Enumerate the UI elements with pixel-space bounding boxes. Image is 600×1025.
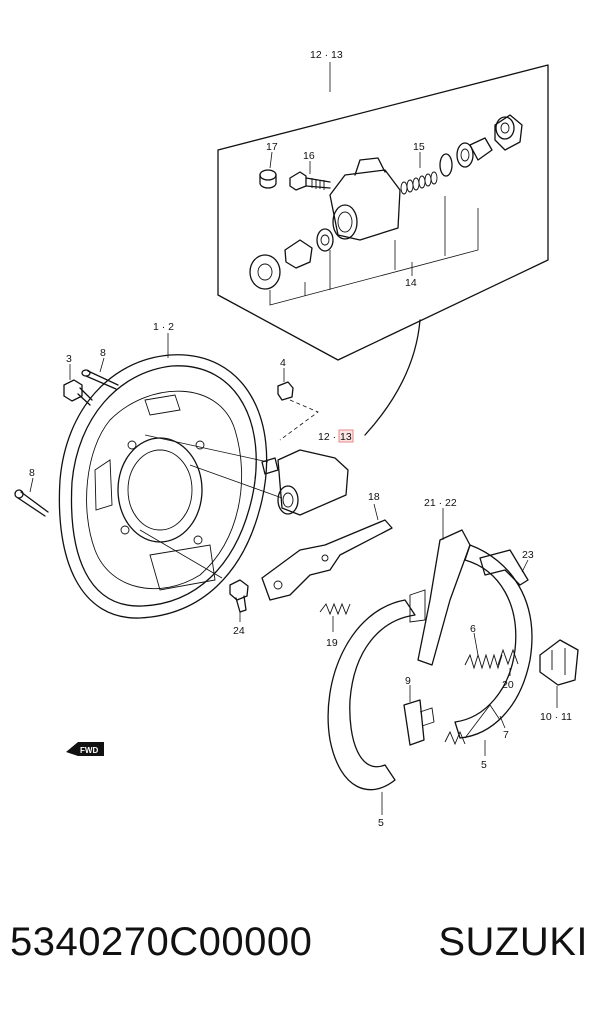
spring-20 [497,648,519,666]
adjuster-strut-18 [261,519,393,601]
fwd-label: FWD [80,746,98,755]
shoe-hold-clip-10-11 [539,639,579,686]
left-piston-set [249,228,334,290]
wheel-cylinder-body [329,157,401,241]
bolt-8-left [14,489,49,517]
brake-shoe-front [327,589,426,791]
fwd-arrow-tag: FWD [66,742,104,756]
callout-19: 19 [326,637,338,649]
bolt-8-top [81,369,119,390]
highlight-13-box [338,429,354,443]
part-number: 5340270C00000 [10,920,313,964]
brake-shoe-rear [417,529,533,739]
callout-14: 14 [405,277,417,289]
callout-5-inner: 5 [481,759,487,771]
callout-23: 23 [522,549,534,561]
callout-10-11: 10 · 11 [540,711,572,723]
callout-8-left: 8 [29,467,35,479]
callout-5-outer: 5 [378,817,384,829]
callout-12-mid: 12 · [318,431,336,443]
bleeder-screw [289,171,331,191]
callout-24: 24 [233,625,245,637]
callout-15: 15 [413,141,425,153]
wheel-cylinder-assembled [261,449,349,516]
adjuster-spring-7 [444,704,501,746]
callout-7: 7 [503,729,509,741]
footer-caption: 5340270C00000 SUZUKI [0,920,600,980]
return-spring-6 [464,653,503,670]
bolt-3 [63,379,93,406]
cylinder-spring [400,171,438,195]
callout-13-highlighted: 13 [340,431,352,443]
callout-20: 20 [502,679,514,691]
callout-18: 18 [368,491,380,503]
callout-6: 6 [470,623,476,635]
callout-16: 16 [303,150,315,162]
retainer-clip-9 [403,699,435,746]
brand-name: SUZUKI [438,920,588,964]
callout-12-13-top: 12 · 13 [310,49,343,61]
right-piston-set [439,114,523,177]
wheel-cylinder-detail-box: 12 · 13 17 16 [217,49,549,361]
callout-8-top: 8 [100,347,106,359]
bleeder-cap [259,169,277,189]
box-leader-arc [364,319,421,436]
spring-19 [319,602,351,616]
screw-24 [229,579,249,613]
backing-plate [58,354,268,619]
callout-3: 3 [66,353,72,365]
callout-21-22: 21 · 22 [424,497,457,509]
callout-9: 9 [405,675,411,687]
brake-assembly-diagram: 12 · 13 17 16 [14,49,579,829]
bleeder-nipple-4 [277,381,294,401]
parking-lever-23 [479,549,529,586]
callout-1-2: 1 · 2 [153,321,174,333]
callout-4: 4 [280,357,286,369]
callout-17: 17 [266,141,278,153]
